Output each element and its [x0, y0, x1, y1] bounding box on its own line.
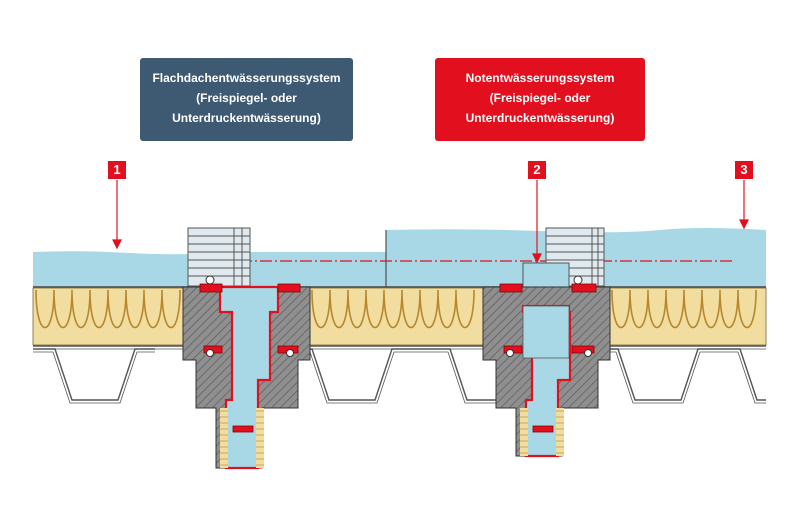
left-leaf-guard	[187, 227, 251, 287]
label-right-line2: (Freispiegel- oder	[489, 91, 591, 105]
label-left-line1: Flachdachentwässerungssystem	[152, 71, 341, 85]
right-drain-seals	[499, 283, 597, 433]
label-left-line2: (Freispiegel- oder	[196, 91, 297, 105]
label-roof-drainage-system: Flachdachentwässerungssystem (Freispiege…	[140, 58, 353, 141]
label-right-line1: Notentwässerungssystem	[465, 71, 615, 85]
label-left-line3: Unterdruckentwässerung)	[172, 111, 321, 125]
insulation-loops	[35, 289, 757, 328]
marker-2-badge: 2	[528, 161, 546, 179]
marker-1-badge: 1	[108, 161, 126, 179]
label-right-line3: Unterdruckentwässerung)	[465, 111, 615, 125]
trapezoidal-deck	[33, 348, 766, 401]
label-emergency-drainage-system: Notentwässerungssystem (Freispiegel- ode…	[435, 58, 645, 141]
left-drain-assembly	[182, 227, 311, 470]
marker-arrows	[112, 180, 749, 264]
marker-3-badge: 3	[735, 161, 753, 179]
right-drain-assembly	[482, 227, 611, 458]
